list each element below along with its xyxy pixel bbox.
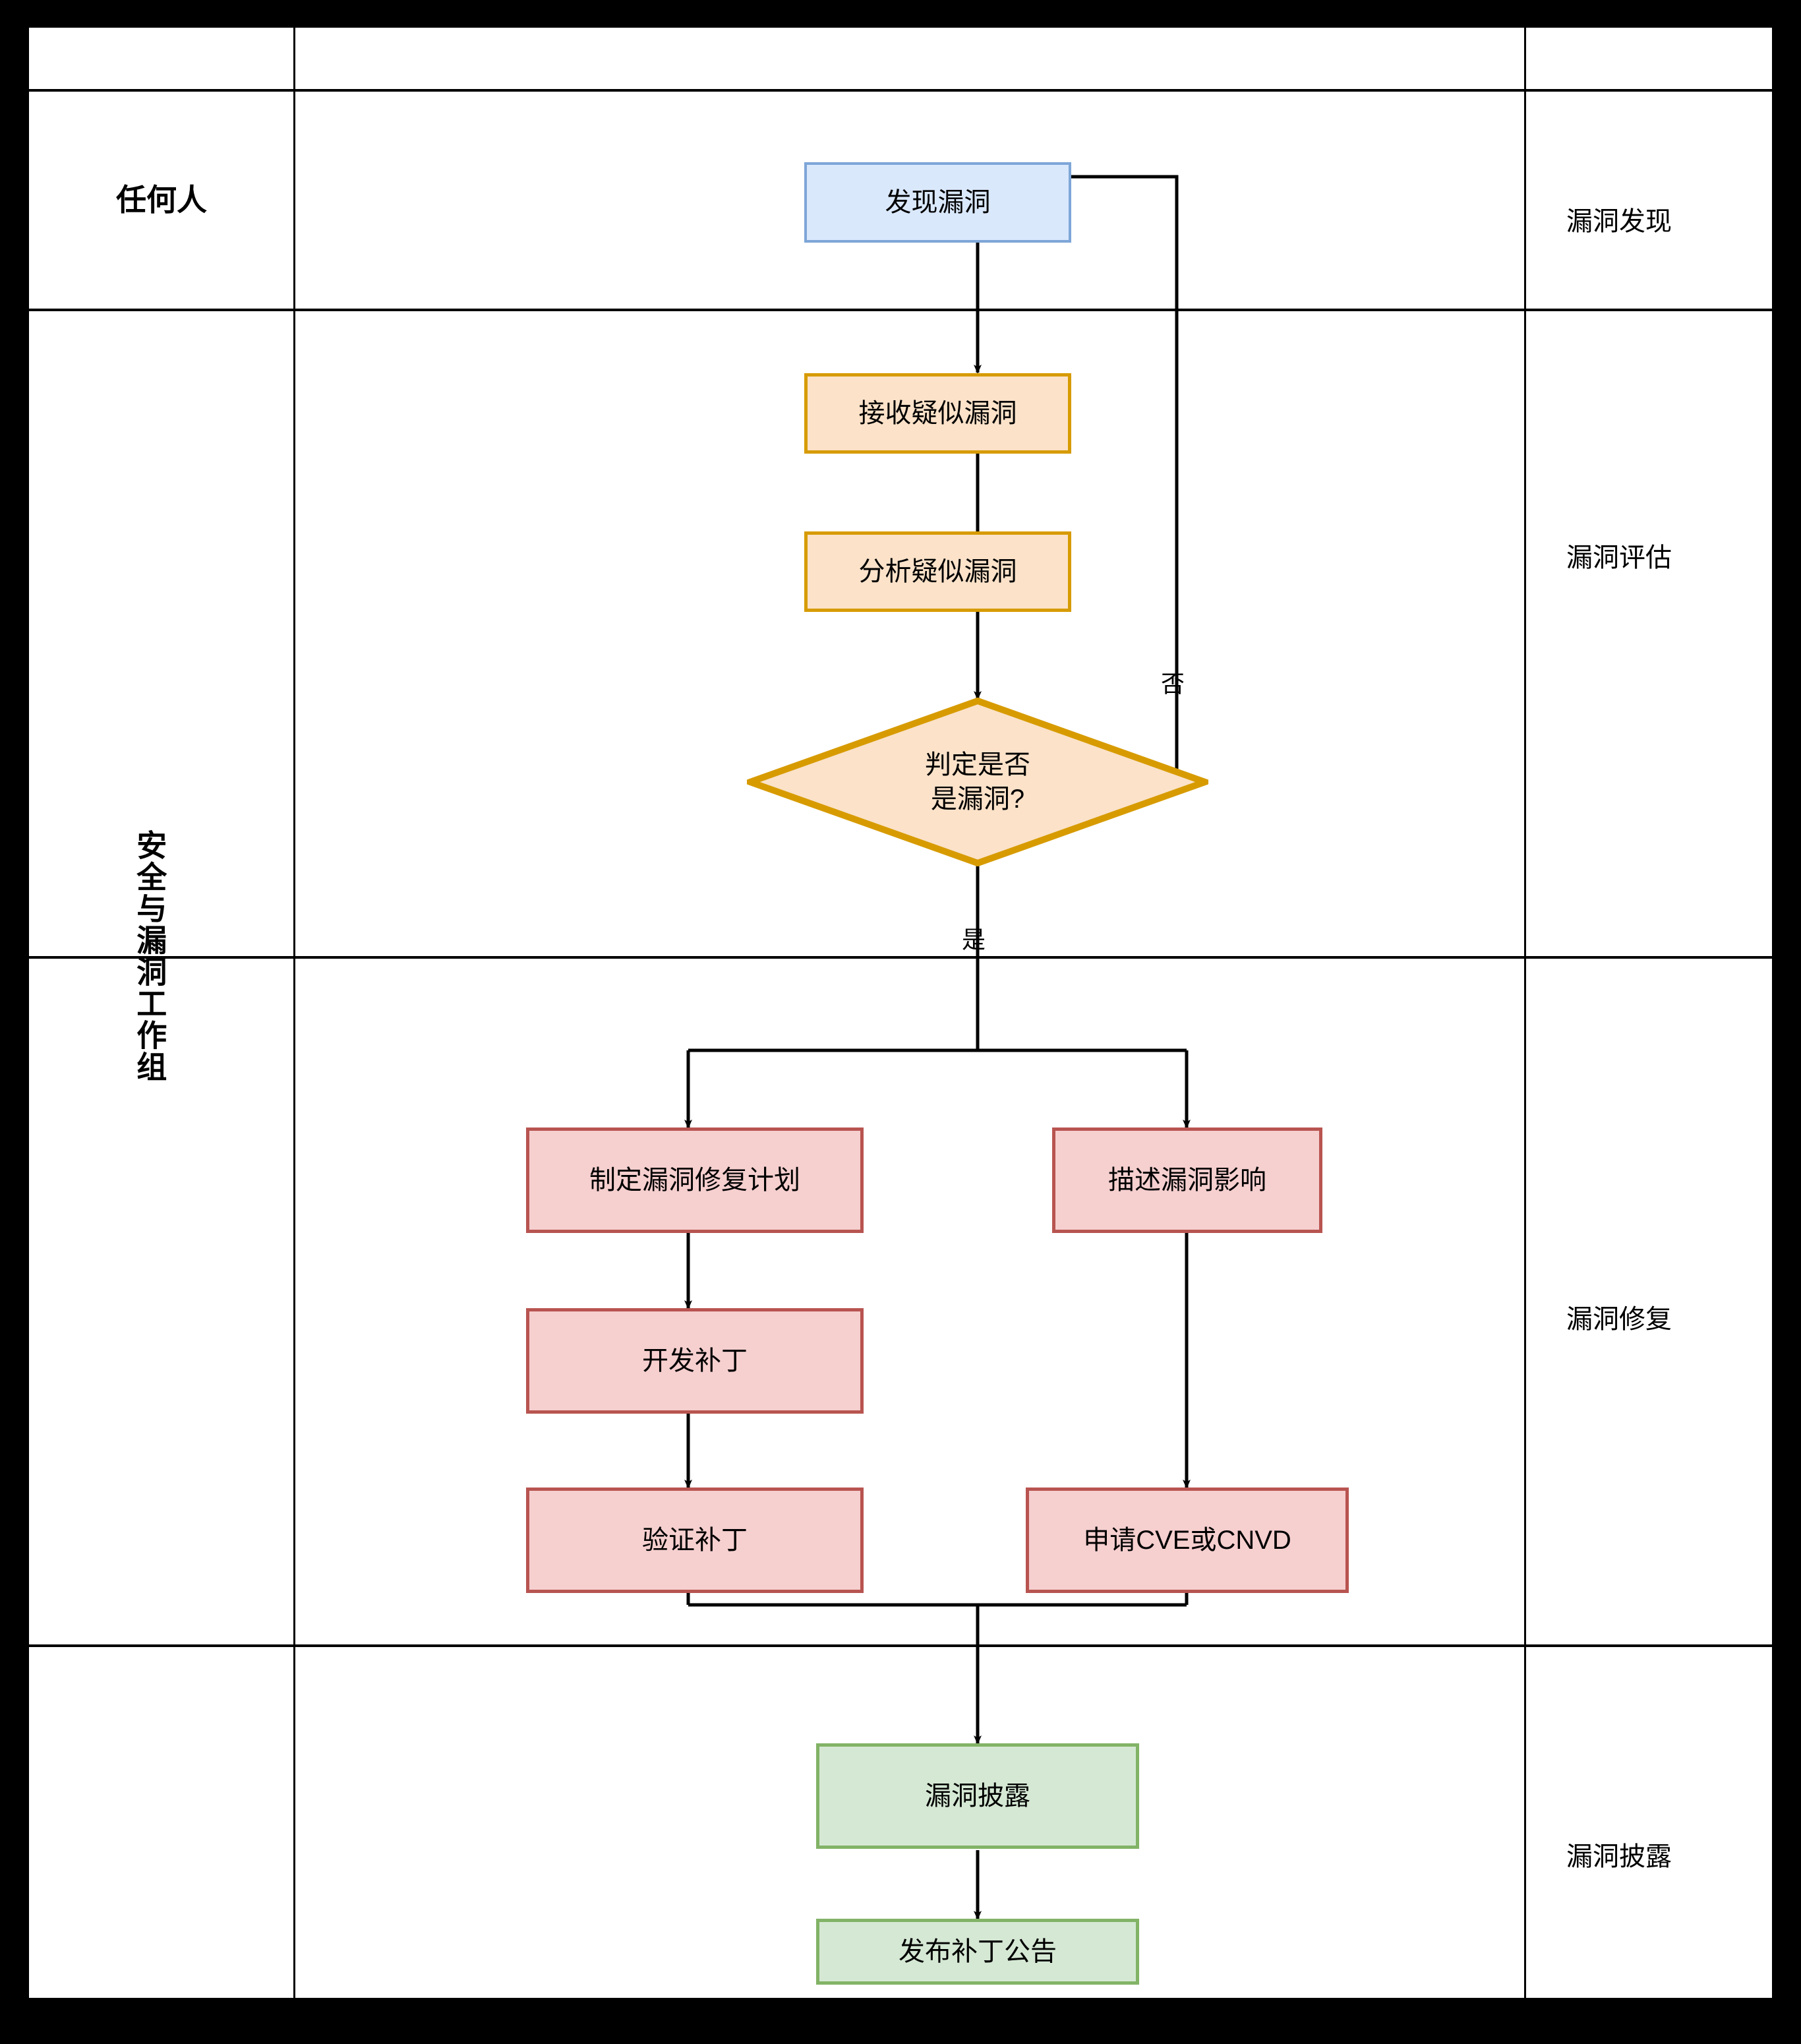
node-disclose-vulnerability[interactable]: 漏洞披露: [816, 1743, 1139, 1849]
grid-row-divider-discovery: [26, 309, 1775, 311]
phase-label-discovery: 漏洞发现: [1566, 207, 1672, 236]
node-is-vulnerability-decision[interactable]: 判定是否 是漏洞?: [747, 698, 1208, 866]
lane-label-anyone: 任何人: [116, 183, 207, 217]
grid-border-bottom: [26, 1998, 1775, 2000]
node-verify-patch[interactable]: 验证补丁: [526, 1488, 864, 1593]
grid-row-divider-repair: [26, 1644, 1775, 1647]
swimlane-sheet: 任何人 安全与漏洞工作组 漏洞发现 漏洞评估 漏洞修复 漏洞披露 发现漏洞 接收…: [26, 25, 1775, 2000]
node-apply-cve-cnvd[interactable]: 申请CVE或CNVD: [1026, 1488, 1349, 1593]
grid-row-divider-assessment: [26, 956, 1775, 959]
lane-label-security-team: 安全与漏洞工作组: [133, 829, 167, 1083]
node-receive-suspected-vulnerability[interactable]: 接收疑似漏洞: [804, 373, 1071, 454]
grid-border-top: [26, 25, 1775, 28]
phase-label-disclosure: 漏洞披露: [1566, 1842, 1672, 1871]
edge-n4-n1-no: [961, 173, 1179, 779]
node-create-fix-plan[interactable]: 制定漏洞修复计划: [526, 1127, 864, 1233]
grid-row-divider-header: [26, 89, 1775, 92]
grid-col-divider-actor: [293, 25, 295, 1998]
connector-layer: [684, 173, 1191, 1920]
grid-col-divider-phase: [1524, 25, 1526, 1998]
edge-label-yes: 是: [959, 927, 986, 951]
node-describe-impact[interactable]: 描述漏洞影响: [1052, 1127, 1322, 1233]
node-analyze-suspected-vulnerability[interactable]: 分析疑似漏洞: [804, 531, 1071, 612]
phase-label-assessment: 漏洞评估: [1566, 543, 1672, 572]
node-publish-patch-bulletin[interactable]: 发布补丁公告: [816, 1919, 1139, 1985]
node-is-vulnerability-label: 判定是否 是漏洞?: [925, 750, 1030, 814]
phase-label-repair: 漏洞修复: [1566, 1305, 1672, 1334]
grid-border-right: [1772, 25, 1775, 2000]
grid-border-left: [26, 25, 29, 2000]
node-discover-vulnerability[interactable]: 发现漏洞: [804, 162, 1071, 243]
edge-label-no: 否: [1158, 671, 1185, 695]
node-develop-patch[interactable]: 开发补丁: [526, 1308, 864, 1414]
